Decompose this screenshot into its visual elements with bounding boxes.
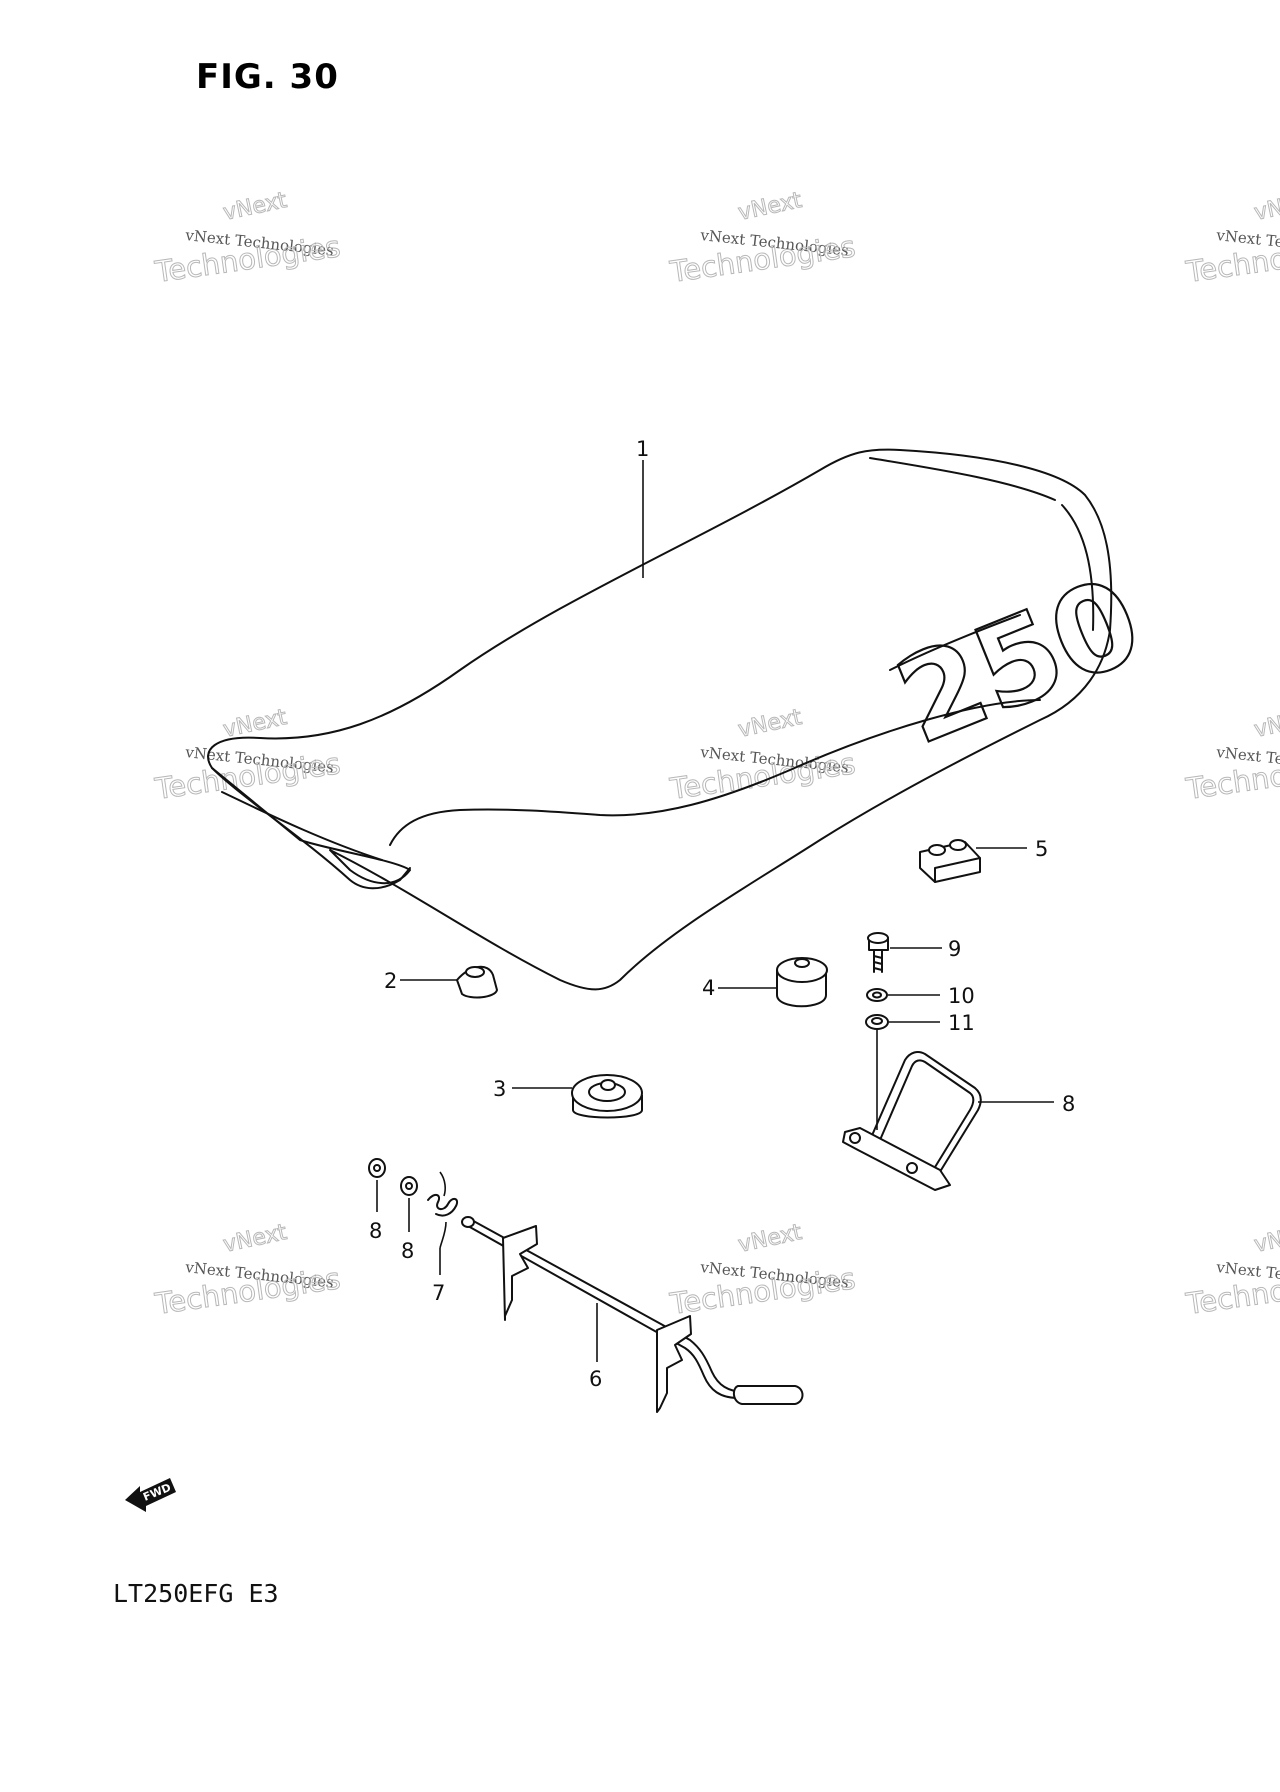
seat-250-graphic: 250 <box>879 551 1159 771</box>
cushion-2-part: 2 <box>384 965 498 999</box>
callout-8b: 8 <box>401 1239 414 1263</box>
watermark-text: vNext <box>221 1220 289 1258</box>
watermark-text: vNext <box>736 1220 804 1258</box>
watermark-text: vNext <box>1252 705 1280 743</box>
callout-2: 2 <box>384 969 397 993</box>
watermark-text: vNext <box>221 188 289 226</box>
cushion-3-part: 3 <box>493 1074 643 1119</box>
callout-12: 11 <box>948 1011 975 1035</box>
callout-8a: 8 <box>369 1219 382 1243</box>
cushion-4-part: 4 <box>702 957 828 1008</box>
seat-part: 250 1 <box>207 437 1160 991</box>
callout-11: 10 <box>948 984 975 1008</box>
watermark: vNext vNext Technologies Technologies vN… <box>152 187 1280 1321</box>
callout-5: 5 <box>1035 837 1048 861</box>
callout-3: 3 <box>493 1077 506 1101</box>
callout-10: 9 <box>948 937 961 961</box>
watermark-text: vNext <box>1252 188 1280 226</box>
figure-title: FIG. 30 <box>196 57 339 97</box>
watermark-text: vNext <box>736 705 804 743</box>
clamp-5-part: 5 <box>919 837 1048 883</box>
watermark-text: vNext <box>736 188 804 226</box>
clip-8b-part: 8 <box>400 1176 418 1263</box>
bolt-10-part: 9 <box>867 932 961 973</box>
callout-9: 8 <box>1062 1092 1075 1116</box>
callout-6: 6 <box>589 1367 602 1391</box>
model-code: LT250EFG E3 <box>113 1579 279 1608</box>
lock-washer-11-part: 10 <box>866 984 975 1008</box>
callout-7: 7 <box>432 1281 445 1305</box>
lock-rod-6-part: 6 <box>461 1216 804 1413</box>
seat-hook-9-part: 8 <box>842 1030 1075 1191</box>
callout-4: 4 <box>702 976 715 1000</box>
washer-12-part: 11 <box>865 1011 975 1035</box>
clip-8a-part: 8 <box>368 1158 386 1243</box>
spring-7-part: 7 <box>427 1171 458 1305</box>
callout-1: 1 <box>636 437 649 461</box>
watermark-text: vNext <box>1252 1220 1280 1258</box>
fwd-arrow-icon: FWD <box>125 1478 176 1512</box>
